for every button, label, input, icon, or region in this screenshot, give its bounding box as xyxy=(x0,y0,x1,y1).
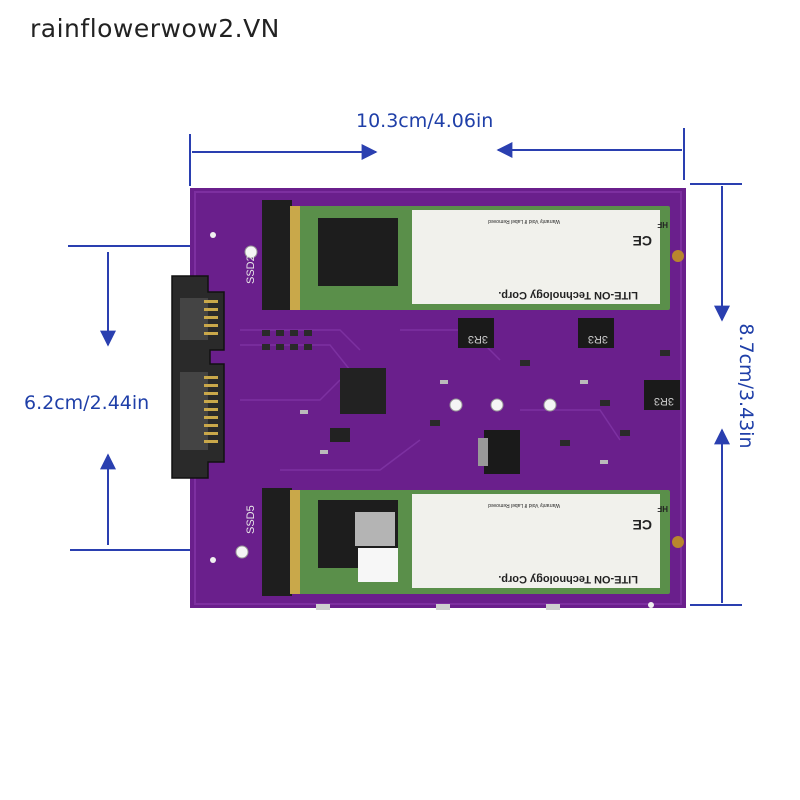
ce-mark-bottom: CE xyxy=(633,517,652,533)
inductor-label-2: 3R3 xyxy=(588,333,608,345)
standoffs xyxy=(316,604,560,610)
slot-label-bottom: SSD5 xyxy=(245,505,257,534)
mounting-screw-top xyxy=(672,250,684,262)
ssd-module-top: LITE-ON Technology Corp. Warranty Void I… xyxy=(290,206,684,310)
board-components: 3R3 3R3 3R3 xyxy=(262,318,680,474)
brand-text-bottom: LITE-ON Technology Corp. xyxy=(498,573,638,585)
ce-mark-top: CE xyxy=(633,233,652,249)
mounting-screw-bottom xyxy=(672,536,684,548)
inductor-1 xyxy=(458,318,494,348)
watermark-text: rainflowerwow2.VN xyxy=(30,14,280,43)
inductor-label-1: 3R3 xyxy=(468,333,488,345)
warranty-text-top: Warranty Void If Label Removed xyxy=(488,218,560,224)
voltage-regulator xyxy=(484,430,520,474)
m2-slot-bottom xyxy=(262,488,292,596)
nand-chip-top xyxy=(318,218,398,286)
depth-dimension-label: 6.2cm/2.44in xyxy=(24,392,150,414)
hf-badge-bottom: HF xyxy=(657,504,668,513)
m2-slot-top xyxy=(262,200,292,310)
brand-text-top: LITE-ON Technology Corp. xyxy=(498,289,638,301)
dimension-lines xyxy=(68,128,742,606)
inductor-2 xyxy=(578,318,614,348)
width-dimension-label: 10.3cm/4.06in xyxy=(356,110,494,132)
inductor-3 xyxy=(644,380,680,410)
hf-badge-top: HF xyxy=(657,220,668,229)
product-label-top xyxy=(412,210,660,304)
product-label-bottom xyxy=(412,494,660,588)
slot-label-top: SSD2 xyxy=(245,255,257,284)
ssd-module-bottom: LITE-ON Technology Corp. Warranty Void I… xyxy=(290,490,684,594)
controller-chip xyxy=(340,368,386,414)
sata-connector xyxy=(171,275,225,479)
warranty-text-bottom: Warranty Void If Label Removed xyxy=(488,502,560,508)
inductor-label-3: 3R3 xyxy=(654,395,674,407)
